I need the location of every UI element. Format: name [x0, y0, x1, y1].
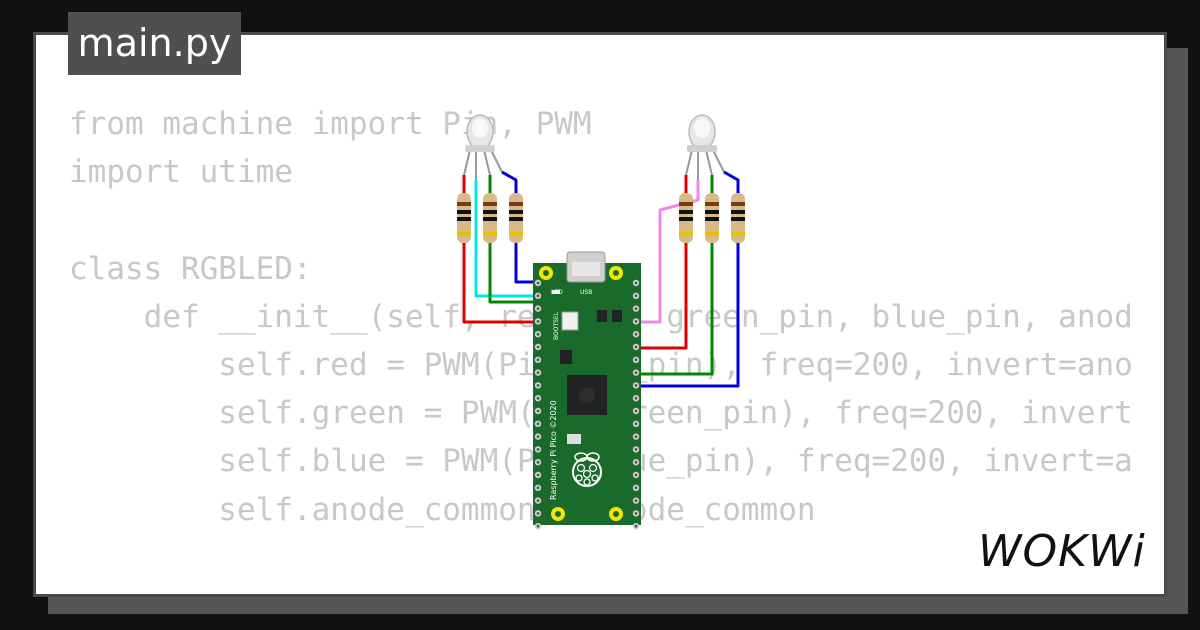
- rgb-led-right[interactable]: [685, 114, 725, 180]
- resistor[interactable]: [731, 193, 745, 243]
- code-line: def __init__(self, red_pin, green_pin, b…: [143, 298, 1132, 335]
- resistor[interactable]: [679, 193, 693, 243]
- blue-wire[interactable]: [634, 240, 740, 388]
- svg-text:WOKWi: WOKWi: [978, 526, 1146, 576]
- red-wire[interactable]: [634, 240, 688, 350]
- code-line: class RGBLED:: [69, 250, 312, 287]
- resistor[interactable]: [509, 193, 523, 243]
- violet-wire[interactable]: [634, 180, 700, 324]
- code-line: self.blue = PWM(Pin(blue_pin), freq=200,…: [218, 443, 1132, 480]
- blue-wire[interactable]: [501, 170, 518, 195]
- file-tab-main-py[interactable]: main.py: [68, 12, 241, 75]
- wokwi-logo: WOKWi: [978, 526, 1146, 576]
- cyan-wire[interactable]: [474, 180, 546, 298]
- green-wire[interactable]: [634, 240, 714, 376]
- raspberry-logo-icon: [572, 452, 602, 487]
- bootsel-label: BOOTSEL: [553, 311, 560, 340]
- code-editor: from machine import Pin, PWM import utime…: [69, 100, 1132, 590]
- resistor[interactable]: [483, 193, 497, 243]
- usb-label: USB: [580, 289, 592, 296]
- rgb-led-left[interactable]: [463, 114, 503, 180]
- red-wire[interactable]: [462, 240, 546, 324]
- pico-board[interactable]: LED USB BOOTSEL Raspberry Pi Pico ©2020: [533, 251, 641, 530]
- blue-wire[interactable]: [723, 170, 740, 195]
- resistor[interactable]: [705, 193, 719, 243]
- board-name-label: Raspberry Pi Pico ©2020: [549, 400, 558, 500]
- code-line: import utime: [69, 154, 293, 191]
- resistor[interactable]: [457, 193, 471, 243]
- green-wire[interactable]: [488, 240, 546, 304]
- code-line: def set(self, r, g, b):: [69, 582, 1132, 590]
- led-label: LED: [551, 289, 563, 296]
- code-line: from machine import Pin, PWM: [69, 106, 592, 142]
